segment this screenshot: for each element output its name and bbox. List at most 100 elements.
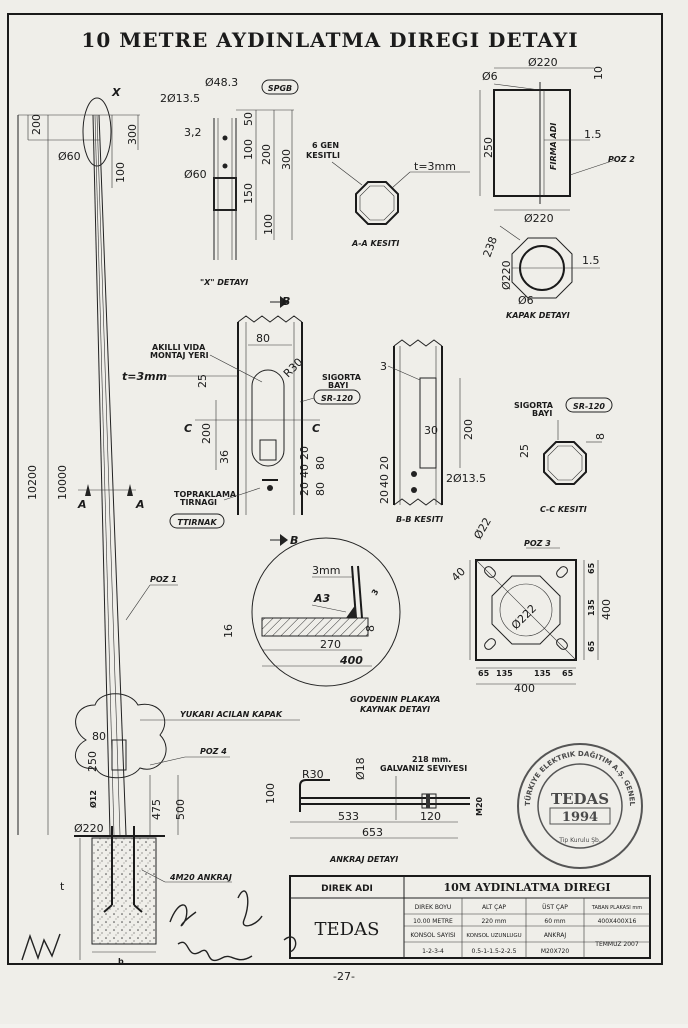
poz4-label: POZ 4	[200, 747, 227, 756]
an-galv-1: 218 mm.	[412, 755, 451, 764]
an-dim-533: 533	[338, 810, 359, 823]
pole-dim-300: 300	[126, 124, 139, 145]
fuse-elevation: B 80 AKILLI VIDA MONTAJ YERI R30 SIGORTA…	[122, 295, 362, 547]
cover-cloud	[75, 693, 167, 779]
anchor-label: 4M20 ANKRAJ	[169, 873, 232, 882]
pole-length-10000: 10000	[56, 465, 69, 500]
weld-caption-2: KAYNAK DETAYI	[360, 705, 430, 714]
title-block: DIREK ADI 10M AYDINLATMA DIREGI TEDAS DI…	[289, 875, 651, 959]
section-a-left: A	[77, 498, 87, 511]
x-dim-150: 150	[242, 183, 255, 204]
pole-top-diameter: Ø60	[58, 150, 81, 163]
fe-dim-25: 25	[196, 374, 209, 388]
section-bb: 3 30 200 20 40 20 2Ø13.5 B-B KESITI	[378, 339, 486, 524]
weld-a3: A3	[313, 592, 331, 605]
fe-dim-80b: 80	[314, 456, 327, 470]
fe-c-left: C	[184, 422, 192, 435]
tb-v-konsol: 1-2-3-4	[422, 948, 444, 955]
tb-h-uzun: KONSOL UZUNLUGU	[466, 933, 521, 939]
cap-dia-220-bottom: Ø220	[524, 212, 554, 225]
tb-h-ankraj: ANKRAJ	[544, 932, 567, 939]
bb-caption: B-B KESITI	[396, 515, 443, 524]
an-m20: M20	[475, 796, 484, 816]
weld-3: 3	[370, 588, 381, 597]
x-dim-100a: 100	[242, 139, 255, 160]
weld-400: 400	[339, 654, 363, 667]
dim-500: 500	[174, 799, 187, 820]
b-bottom: B	[290, 534, 298, 547]
detail-x-callout	[82, 97, 112, 167]
weld-detail-circle	[251, 537, 401, 687]
cap-body	[493, 89, 571, 197]
bp-135a: 135	[587, 599, 596, 616]
fe-dim-80: 80	[256, 332, 270, 345]
bp-65b: 65	[587, 640, 596, 652]
spgb-label: SPGB	[268, 84, 292, 93]
section-aa: 6 GEN KESITLI t=3mm A-A KESITI	[306, 141, 470, 248]
cap-dim-250: 250	[482, 137, 495, 158]
weld-plate	[261, 617, 369, 637]
fe-dim-80c: 80	[314, 482, 327, 496]
pole-dim-100: 100	[114, 162, 127, 183]
fe-top-2: TIRNAGI	[180, 498, 217, 507]
fe-dim-20b: 20	[298, 482, 311, 496]
fe-dim-40: 40	[298, 464, 311, 478]
tb-h-ust: ÜST ÇAP	[542, 904, 568, 911]
bp-b135a: 135	[496, 669, 513, 678]
fe-c-right: C	[312, 422, 320, 435]
an-caption: ANKRAJ DETAYI	[329, 855, 398, 864]
fe-sr120: SR-120	[321, 394, 353, 403]
bp-400-right: 400	[600, 599, 613, 620]
base-plate-square	[475, 559, 577, 661]
pole-dim-200: 200	[30, 114, 43, 135]
capd-phi-6: Ø6	[518, 294, 534, 307]
poz3-label: POZ 3	[524, 539, 551, 548]
section-cc: SIGORTA BAYI SR-120 25 8 C-C KESITI	[514, 397, 613, 514]
capd-dia-220: Ø220	[500, 260, 513, 290]
x-dia-60: Ø60	[184, 168, 207, 181]
an-galv-2: GALVANIZ SEVIYESI	[380, 764, 467, 773]
pole-elevation: X 200 300 100 Ø60 10200 10000 A A POZ 1	[17, 86, 300, 966]
cc-sr120: SR-120	[573, 402, 605, 411]
tb-v-ust: 60 mm	[544, 918, 565, 925]
cap-brand: FIRMA ADI	[549, 123, 558, 170]
an-r30: R30	[302, 768, 324, 781]
an-dim-100: 100	[264, 783, 277, 804]
drawing-frame	[7, 13, 663, 965]
cc-sig-2: BAYI	[532, 409, 552, 418]
x-dim-200: 200	[260, 144, 273, 165]
bb-dim-20b: 20	[378, 490, 391, 504]
tb-h-alt: ALT ÇAP	[482, 904, 506, 911]
cap-dim-10: 10	[592, 66, 605, 80]
x-dim-50: 50	[242, 112, 255, 126]
stamp-name: TEDAS	[551, 790, 609, 808]
foundation-block	[91, 837, 157, 945]
weld-caption-1: GOVDENIN PLAKAYA	[350, 695, 440, 704]
bp-65a: 65	[587, 562, 596, 574]
fe-ttirnak: TTIRNAK	[177, 518, 217, 527]
cc-dim-8: 8	[594, 433, 607, 440]
tb-v-ankraj: M20X720	[541, 948, 570, 955]
weld-16: 16	[222, 624, 235, 638]
x-dia-48-3: Ø48.3	[205, 76, 238, 89]
b-top: B	[282, 295, 290, 308]
fe-dim-20a: 20	[298, 446, 311, 460]
handwritten-signatures	[21, 890, 297, 961]
fe-dim-36: 36	[218, 450, 231, 464]
aa-thickness: t=3mm	[414, 160, 456, 173]
anchor-detail: 100 R30 Ø18 218 mm. GALVANIZ SEVIYESI M2…	[264, 755, 484, 864]
fe-vida-2: MONTAJ YERI	[150, 351, 209, 360]
foundation-t: t	[60, 880, 65, 893]
detail-x: 2Ø13.5 Ø48.3 SPGB 3,2 50 100 200 300 Ø60…	[160, 76, 299, 287]
capd-dim-1-5: 1.5	[582, 254, 600, 267]
x-dim-3-2: 3,2	[184, 126, 202, 139]
cap-phi-6: Ø6	[482, 70, 498, 83]
fuse-door-opening	[251, 369, 285, 467]
dim-phi12: Ø12	[88, 790, 98, 808]
bp-b135b: 135	[534, 669, 551, 678]
weld-270: 270	[320, 638, 341, 651]
bb-dim-40: 40	[378, 474, 391, 488]
weld-3mm: 3mm	[312, 564, 340, 577]
